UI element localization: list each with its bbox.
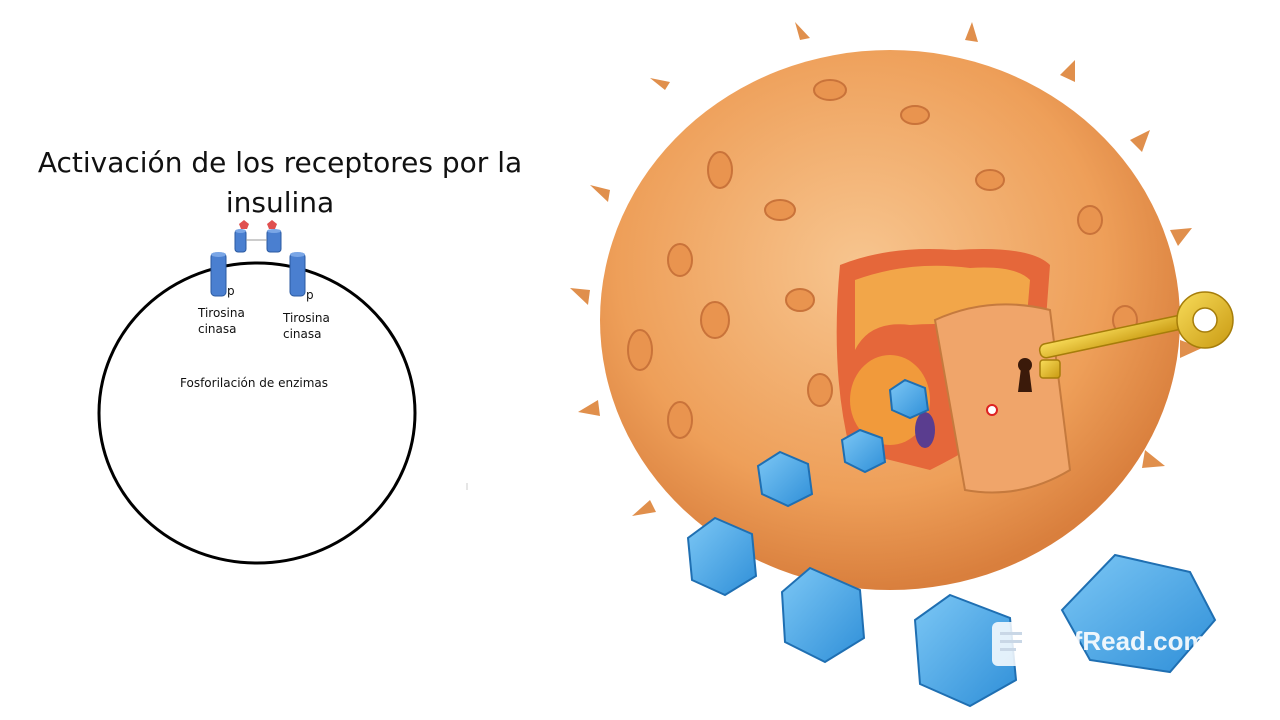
cell-surface-pits (627, 79, 1138, 491)
glucose-hexagon (1060, 553, 1217, 674)
glucose-hexagon (888, 378, 930, 420)
glucose-hexagons (686, 378, 1217, 708)
receptor-alpha-left (234, 229, 247, 253)
key (1038, 291, 1234, 379)
glucose-hexagon (780, 566, 866, 664)
insulin-molecule-right (267, 220, 277, 229)
cell-spikes (570, 22, 1202, 516)
glucose-hexagon (913, 593, 1018, 708)
phosphate-label-right: p (306, 288, 314, 302)
cell-cutaway (836, 249, 1072, 494)
receptor-beta-left (210, 252, 227, 297)
glucose-hexagon (840, 428, 887, 474)
label-line: Tirosina (283, 311, 330, 325)
tyrosine-kinase-label-left: Tirosina cinasa (198, 305, 245, 337)
label-line: Tirosina (198, 306, 245, 320)
cell-key-illustration (570, 22, 1234, 708)
label-line: cinasa (198, 322, 237, 336)
watermark-text: iefRead.com (1052, 626, 1207, 656)
watermark-logo (992, 622, 1030, 666)
glucose-hexagon (686, 516, 758, 597)
phosphate-label-left: p (227, 284, 235, 298)
label-line: cinasa (283, 327, 322, 341)
tyrosine-kinase-label-right: Tirosina cinasa (283, 310, 330, 342)
insulin-molecule-left (239, 220, 249, 229)
slide-title: Activación de los receptores por la insu… (37, 146, 523, 219)
glucose-hexagon (756, 450, 814, 508)
enzyme-phosphorylation-caption: Fosforilación de enzimas (180, 376, 329, 390)
receptor-alpha-right (266, 229, 282, 253)
cell-schematic (97, 220, 468, 565)
receptor-beta-right (289, 252, 306, 297)
cell-membrane (97, 261, 417, 565)
